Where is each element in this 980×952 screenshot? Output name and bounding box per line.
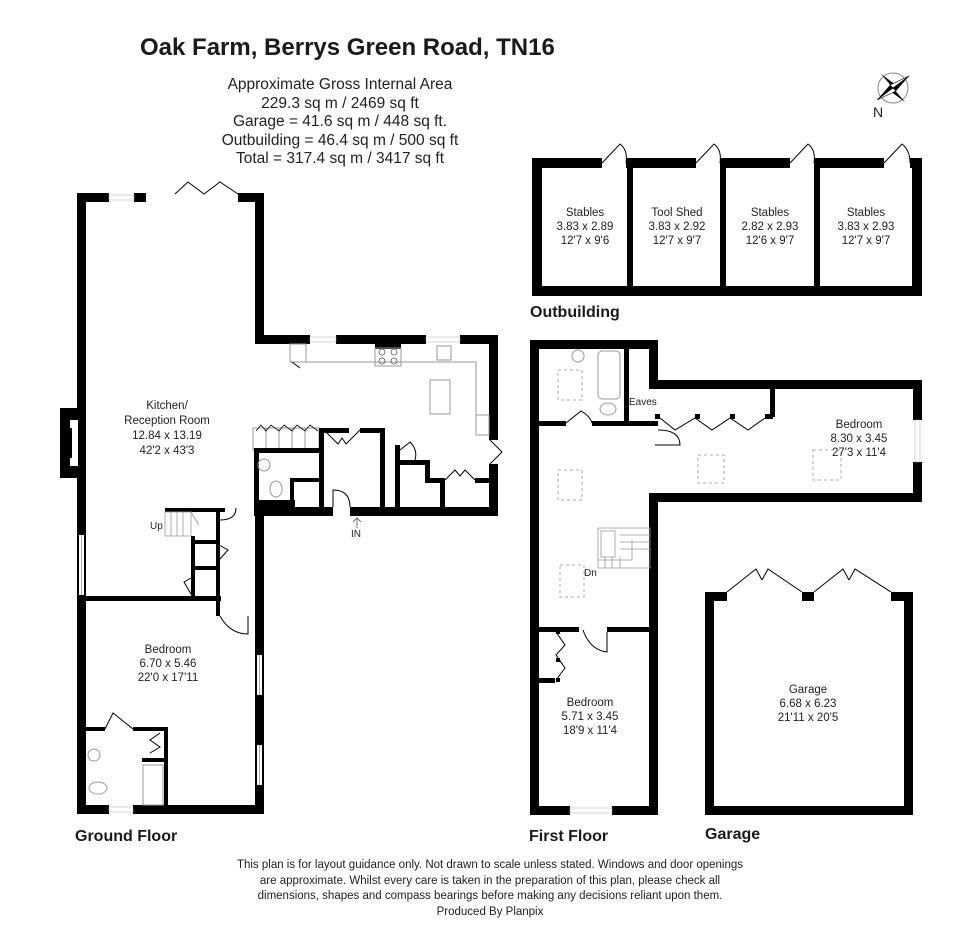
area-heading: Approximate Gross Internal Area [227, 76, 453, 93]
disclaimer-line-1: This plan is for layout guidance only. N… [236, 859, 744, 871]
svg-text:8.30 x 3.45: 8.30 x 3.45 [831, 433, 888, 445]
svg-text:Stables: Stables [566, 207, 605, 219]
stairs-down-label: Dn [584, 568, 597, 579]
disclaimer-line-2: are approximate. Whilst every care is ta… [259, 874, 721, 887]
svg-text:12'7 x 9'7: 12'7 x 9'7 [653, 235, 702, 247]
entrance-label: IN [351, 529, 361, 540]
total-area: Total = 317.4 sq m / 3417 sq ft [235, 150, 445, 167]
ground-floor-plan: IN Up [60, 181, 503, 814]
garage-area: Garage = 41.6 sq m / 448 sq ft. [232, 113, 448, 130]
disclaimer: This plan is for layout guidance only. N… [200, 858, 780, 920]
stairs-up-label: Up [150, 521, 163, 532]
compass-north-label: N [873, 104, 884, 120]
garage-plan: Garage 6.68 x 6.23 21'11 x 20'5 [705, 568, 913, 815]
svg-text:6.70 x 5.46: 6.70 x 5.46 [140, 658, 197, 670]
outbuilding-section-label: Outbuilding [530, 304, 620, 321]
svg-text:12'7 x 9'6: 12'7 x 9'6 [561, 235, 610, 247]
svg-text:3.83 x 2.89: 3.83 x 2.89 [557, 221, 614, 233]
outbuilding-area: Outbuilding = 46.4 sq m / 500 sq ft [221, 131, 459, 149]
svg-text:27'3 x 11'4: 27'3 x 11'4 [832, 447, 887, 459]
svg-text:Kitchen/: Kitchen/ [146, 400, 188, 412]
svg-text:Tool Shed: Tool Shed [651, 207, 702, 219]
disclaimer-line-3: dimensions, shapes and compass bearings … [257, 890, 723, 902]
svg-text:12'7 x 9'7: 12'7 x 9'7 [842, 235, 891, 247]
svg-text:Garage: Garage [789, 684, 827, 696]
first-floor-section-label: First Floor [529, 828, 609, 845]
svg-text:2.82 x 2.93: 2.82 x 2.93 [742, 221, 799, 233]
outbuilding-plan: Stables 3.83 x 2.89 12'7 x 9'6 Tool Shed… [532, 143, 922, 296]
main-area: 229.3 sq m / 2469 sq ft [261, 94, 419, 112]
svg-text:3.83 x 2.92: 3.83 x 2.92 [649, 221, 706, 233]
svg-text:Stables: Stables [847, 207, 886, 219]
first-floor-plan: Eaves Dn [530, 340, 922, 815]
svg-text:21'11 x 20'5: 21'11 x 20'5 [778, 712, 838, 724]
area-summary: Approximate Gross Internal Area 229.3 sq… [195, 76, 485, 169]
svg-text:18'9 x 11'4: 18'9 x 11'4 [563, 725, 618, 737]
ground-floor-section-label: Ground Floor [75, 828, 178, 845]
svg-text:Bedroom: Bedroom [836, 419, 883, 431]
svg-text:5.71 x 3.45: 5.71 x 3.45 [562, 711, 619, 723]
svg-text:12'6 x 9'7: 12'6 x 9'7 [746, 235, 795, 247]
svg-text:42'2 x 43'3: 42'2 x 43'3 [140, 445, 195, 457]
svg-text:22'0 x 17'11: 22'0 x 17'11 [138, 672, 198, 684]
svg-text:Reception Room: Reception Room [124, 415, 210, 427]
svg-text:6.68 x 6.23: 6.68 x 6.23 [780, 698, 837, 710]
compass-rose-icon [876, 72, 910, 104]
svg-text:Bedroom: Bedroom [145, 644, 192, 656]
producer-credit: Produced By Planpix [436, 905, 544, 918]
svg-text:12.84 x 13.19: 12.84 x 13.19 [132, 430, 202, 442]
eaves-label: Eaves [629, 397, 657, 408]
svg-text:3.83 x 2.93: 3.83 x 2.93 [838, 221, 895, 233]
svg-text:Stables: Stables [751, 207, 790, 219]
plan-title: Oak Farm, Berrys Green Road, TN16 [140, 34, 555, 61]
garage-section-label: Garage [705, 826, 761, 843]
svg-text:Bedroom: Bedroom [567, 697, 614, 709]
